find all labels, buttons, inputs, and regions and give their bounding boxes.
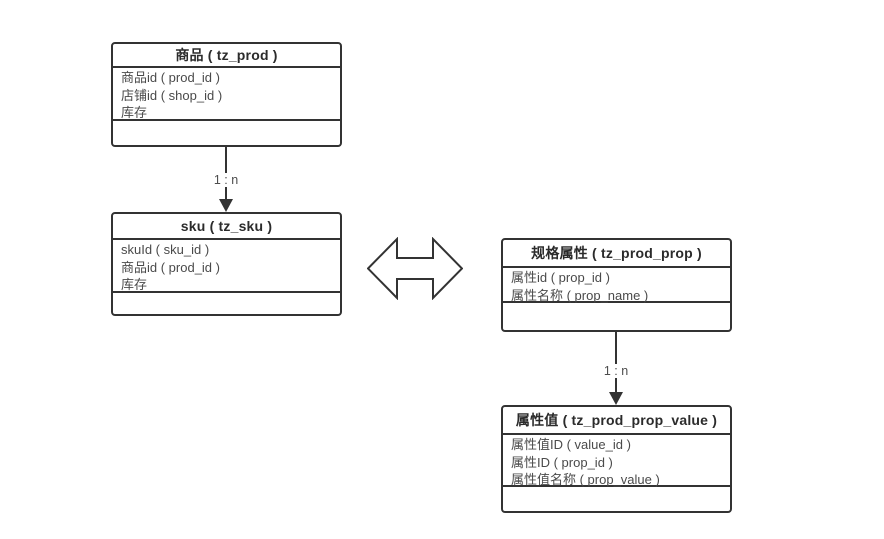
entity-prod-prop-value-footer bbox=[503, 487, 730, 511]
entity-sku-footer bbox=[113, 293, 340, 314]
entity-sku: sku ( tz_sku ) skuId ( sku_id ) 商品id ( p… bbox=[111, 212, 342, 316]
entity-sku-fields: skuId ( sku_id ) 商品id ( prod_id ) 库存 bbox=[113, 240, 340, 293]
entity-prod-prop-fields: 属性id ( prop_id ) 属性名称 ( prop_name ) bbox=[503, 268, 730, 303]
connector-prop-value-label: 1 : n bbox=[600, 364, 632, 378]
arrowhead-down-icon bbox=[219, 199, 233, 212]
entity-prod-prop-value: 属性值 ( tz_prod_prop_value ) 属性值ID ( value… bbox=[501, 405, 732, 513]
entity-prod-fields: 商品id ( prod_id ) 店铺id ( shop_id ) 库存 bbox=[113, 68, 340, 121]
entity-field: 商品id ( prod_id ) bbox=[121, 259, 220, 275]
entity-prod: 商品 ( tz_prod ) 商品id ( prod_id ) 店铺id ( s… bbox=[111, 42, 342, 147]
entity-field: skuId ( sku_id ) bbox=[121, 242, 210, 257]
entity-prod-prop-footer bbox=[503, 303, 730, 330]
entity-field: 商品id ( prod_id ) bbox=[121, 70, 220, 85]
entity-prod-prop-value-fields: 属性值ID ( value_id ) 属性ID ( prop_id ) 属性值名… bbox=[503, 435, 730, 487]
connector-prop-value-line bbox=[615, 332, 617, 394]
entity-sku-title: sku ( tz_sku ) bbox=[113, 214, 340, 240]
arrowhead-down-icon bbox=[609, 392, 623, 405]
entity-prod-prop-value-title: 属性值 ( tz_prod_prop_value ) bbox=[503, 407, 730, 435]
entity-prod-prop-title: 规格属性 ( tz_prod_prop ) bbox=[503, 240, 730, 268]
entity-field: 属性名称 ( prop_name ) bbox=[511, 287, 649, 303]
connector-prod-sku-label: 1 : n bbox=[210, 173, 242, 187]
entity-field: 属性id ( prop_id ) bbox=[511, 270, 610, 285]
entity-prod-title: 商品 ( tz_prod ) bbox=[113, 44, 340, 68]
entity-field: 库存 bbox=[121, 105, 148, 120]
entity-field: 属性值ID ( value_id ) bbox=[511, 437, 631, 452]
entity-prod-footer bbox=[113, 121, 340, 145]
entity-field: 店铺id ( shop_id ) bbox=[121, 87, 223, 103]
left-right-double-arrow-icon bbox=[367, 237, 463, 300]
entity-prod-prop: 规格属性 ( tz_prod_prop ) 属性id ( prop_id ) 属… bbox=[501, 238, 732, 332]
entity-field: 属性ID ( prop_id ) bbox=[511, 454, 613, 470]
entity-field: 属性值名称 ( prop_value ) bbox=[511, 472, 660, 487]
entity-field: 库存 bbox=[121, 277, 148, 292]
